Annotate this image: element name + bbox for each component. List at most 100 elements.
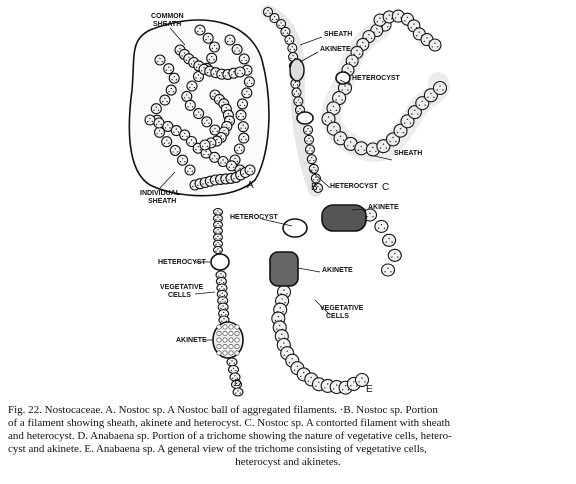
cell-granule [217,210,219,212]
cell-granule [214,127,216,130]
cell-granule [273,16,276,18]
cell-granule [333,388,335,390]
cell-granule [208,122,210,125]
cell-granule [431,46,433,48]
akinete-granule [222,324,228,330]
cell-granule [207,182,209,184]
cell-granule [282,311,284,313]
cell-granule [211,47,213,50]
cell-granule [217,229,219,231]
cell-granule [183,97,186,99]
cell-granule [201,30,203,33]
akinete-granule [222,330,228,336]
cell-granule [404,20,406,22]
cell-granule [200,114,202,116]
cell-granule [333,126,335,128]
cell-granule [309,159,311,162]
cell-granule [239,167,241,170]
cell-granule [348,62,351,64]
nostoc-cell [208,41,221,53]
cell-granule [313,179,315,181]
label-d-heterocyst-top: HETEROCYST [230,214,279,221]
cell-granule [339,135,342,137]
akinete-granule [222,343,228,349]
cell-granule [332,105,335,108]
figure-labels: COMMON SHEATH INDIVIDUAL SHEATH A SHEATH… [140,13,422,395]
nostoc-cell [280,26,291,37]
cell-granule [216,138,218,141]
cell-granule [211,158,214,160]
akinete-d-granules [216,324,240,356]
cell-granule [299,108,301,110]
cell-granule [307,150,309,152]
caption-line-5: heterocyst and akinetes. [235,456,341,468]
filament-c-cells [321,9,448,157]
cell-granule [394,252,396,255]
cell-granule [234,50,236,52]
cell-granule [282,32,285,34]
cell-granule [421,100,423,103]
cell-granule [207,153,210,156]
cell-granule [188,97,190,99]
cell-granule [193,142,195,144]
akinete-granule [216,350,222,356]
cell-granule [267,10,269,12]
label-c-heterocyst: HETEROCYST [352,75,401,82]
cell-granule [224,75,227,77]
cell-granule [195,114,197,116]
cell-granule [342,389,344,391]
cell-granule [244,127,247,129]
cell-granule [223,281,225,284]
cell-granule [240,149,243,152]
nostoc-cell [168,72,180,84]
cell-granule [216,100,218,102]
cell-granule [227,40,229,43]
cell-granule [181,135,184,138]
cell-granule [156,133,158,135]
cell-granule [250,82,253,85]
cell-granule [336,130,338,132]
cell-granule [217,235,219,237]
cell-granule [361,377,363,379]
cell-granule [426,37,428,39]
cell-granule [236,160,238,163]
cell-granule [161,60,163,63]
cell-granule [197,184,199,186]
cell-granule [214,92,216,95]
cell-granule [222,275,224,277]
cell-granule [288,37,291,40]
cell-granule [297,99,299,101]
cell-granule [436,89,438,91]
cell-granule [224,301,226,303]
cell-granule [223,318,225,320]
cell-granule [221,72,223,74]
cell-granule [212,180,214,183]
cell-granule [342,139,345,141]
cell-granule [159,57,161,60]
panel-c-contorted-nostoc [321,9,450,162]
cell-granule [172,151,174,153]
cell-granule [341,89,343,91]
label-panel-c: C [382,182,389,193]
cell-granule [158,130,161,132]
akinete-granule [234,337,240,343]
cell-granule [239,392,241,394]
cell-granule [195,77,197,79]
cell-granule [344,385,347,387]
cell-granule [242,115,244,118]
cell-granule [219,218,221,221]
cell-granule [175,128,177,130]
cell-granule [168,142,170,144]
nostoc-cell [199,139,211,151]
nostoc-filaments [144,24,256,191]
cell-granule [286,350,288,352]
panel-d-anabaena [210,207,244,397]
cell-granule [308,137,310,140]
cell-granule [216,130,218,133]
anabaena-cell [354,372,370,388]
cell-granule [158,120,160,123]
cell-granule [293,48,295,51]
cell-granule [209,39,212,41]
cell-granule [397,13,399,15]
anabaena-cell [227,364,240,375]
